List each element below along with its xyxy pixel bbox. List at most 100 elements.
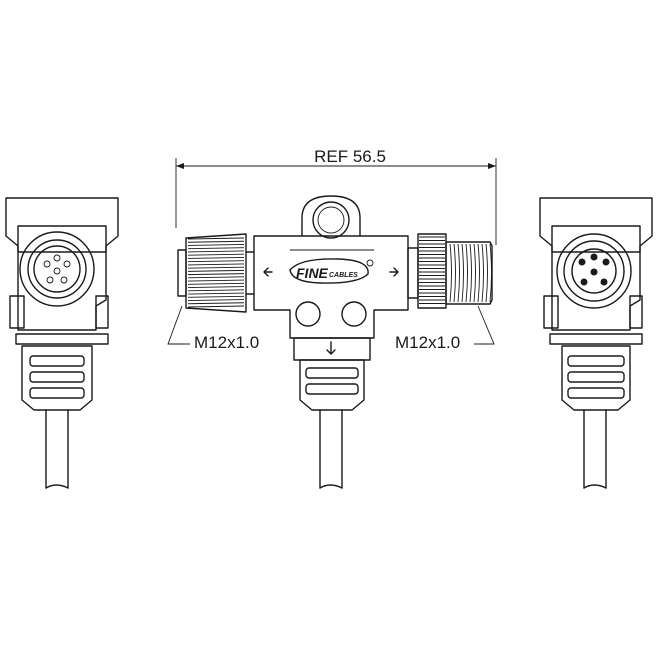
left-knurled-nut [185, 233, 247, 313]
thread-line [465, 243, 468, 303]
logo-sub-text: CABLES [329, 272, 358, 279]
knurl-line [187, 295, 245, 298]
left-arrow-icon [263, 267, 273, 277]
knurl-line [187, 240, 245, 243]
right-grip-rib-1 [567, 355, 625, 367]
dimension-arrow-left [176, 163, 184, 169]
thread-line [469, 243, 472, 303]
right-collar [549, 333, 643, 345]
right-nut-knurling [419, 236, 445, 304]
left-thread-leader [167, 305, 190, 345]
knurl-line [187, 244, 245, 246]
knurl-line [187, 289, 245, 292]
left-pin-hole-2 [43, 260, 51, 268]
dimension-arrow-right [488, 163, 496, 169]
thread-line [489, 243, 492, 303]
tee-cable [319, 409, 343, 489]
knurl-line [187, 253, 245, 256]
knurl-line [187, 302, 245, 305]
knurl-line [187, 276, 245, 279]
right-grip-rib-3 [567, 387, 625, 399]
right-end-view [539, 197, 653, 489]
left-pin-hole-1 [53, 254, 61, 262]
tee-main-body [253, 235, 409, 339]
right-strain-relief [561, 345, 631, 411]
knurl-line [187, 247, 245, 250]
registered-mark-icon [366, 259, 374, 267]
down-arrow-icon [326, 341, 336, 355]
knurl-line [187, 269, 245, 272]
left-pin-hole-5 [46, 276, 54, 284]
left-socket-ring [27, 239, 87, 299]
right-cable [583, 409, 607, 489]
knurl-line [187, 282, 245, 285]
tee-bottom-strain-relief [299, 359, 365, 411]
knurl-line [187, 256, 245, 259]
tee-grip-rib-2 [305, 383, 359, 395]
left-cap-outline [5, 197, 119, 253]
left-pin-hole-4 [53, 267, 61, 275]
left-cable [45, 409, 69, 489]
tee-bottom-collar [293, 337, 371, 361]
right-pin-5 [580, 278, 588, 286]
right-thread-lines [449, 243, 492, 303]
right-pin-1 [578, 258, 586, 266]
tee-top-boss-inner [317, 206, 345, 234]
right-cap-outline [539, 197, 653, 253]
left-pin-hole-3 [63, 260, 71, 268]
tee-top-boss [301, 195, 361, 237]
right-pin-2 [590, 253, 598, 261]
left-socket-face [33, 245, 81, 293]
logo-oval [289, 258, 369, 284]
knurl-line [187, 266, 245, 269]
left-nut-lip [177, 249, 187, 297]
fine-cables-logo: FINE CABLES [289, 258, 374, 284]
thread-line [477, 243, 480, 303]
tee-top-boss-face [312, 201, 350, 239]
right-body-ear [543, 295, 559, 329]
thread-line [461, 243, 464, 303]
left-collar [15, 333, 109, 345]
dimension-label: REF 56.5 [314, 147, 386, 166]
right-pin-6 [600, 278, 608, 286]
right-cable-break [583, 484, 607, 489]
right-arrow-icon [389, 267, 399, 277]
right-thread-label: M12x1.0 [395, 333, 460, 352]
mount-hole-right [341, 301, 367, 327]
right-thread-body [445, 241, 493, 305]
left-socket-outer [19, 231, 95, 307]
thread-line [449, 243, 452, 303]
knurl-line [187, 299, 245, 301]
knurl-line [187, 260, 245, 263]
thread-line [473, 243, 476, 303]
right-pin-3 [602, 258, 610, 266]
knurl-line [187, 279, 245, 282]
left-body-ear-right [95, 295, 109, 329]
right-neck [407, 247, 419, 299]
right-body-ear-right [629, 295, 643, 329]
left-body-ear [9, 295, 25, 329]
knurl-line [187, 250, 245, 253]
left-grip-rib-2 [29, 371, 85, 383]
right-thread-leader [474, 305, 495, 345]
right-plug-ring [563, 240, 625, 302]
knurl-line [187, 292, 245, 295]
knurl-line [187, 237, 245, 240]
left-cable-break [45, 484, 69, 489]
knurl-line [187, 273, 245, 276]
tee-view: REF 56.5 FINE CABLES [167, 147, 497, 489]
left-grip-rib-3 [29, 387, 85, 399]
left-thread-label: M12x1.0 [194, 333, 259, 352]
thread-line [453, 243, 456, 303]
mount-hole-left [295, 301, 321, 327]
thread-line [485, 243, 488, 303]
thread-line [481, 243, 484, 303]
left-grip-rib-1 [29, 355, 85, 367]
right-plug-face [571, 248, 617, 294]
knurl-line [187, 286, 245, 289]
right-grip-rib-2 [567, 371, 625, 383]
thread-line [457, 243, 460, 303]
left-nut-knurling [187, 237, 245, 308]
